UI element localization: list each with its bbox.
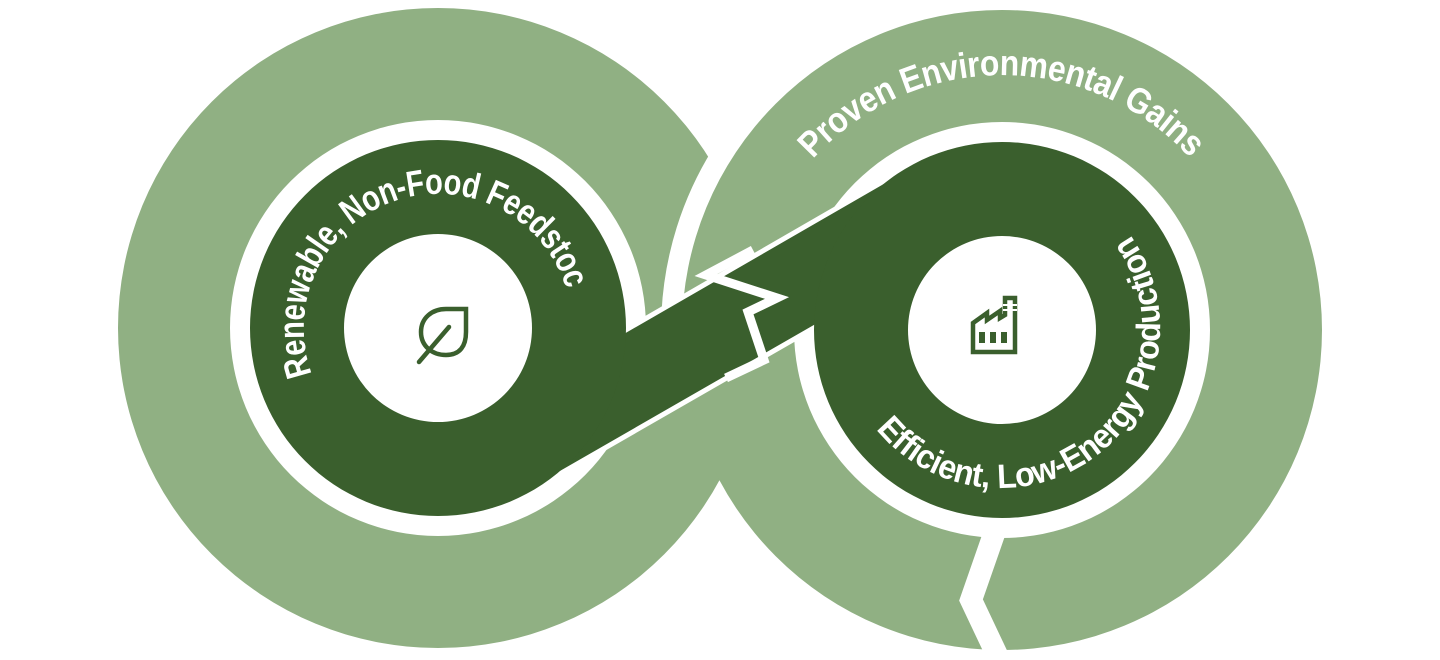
right-dark-ring — [814, 142, 1190, 518]
light-ring-arrow-slit — [959, 530, 1012, 660]
left-dark-ring — [250, 140, 626, 516]
factory-icon — [970, 295, 1018, 355]
leaf-icon — [416, 306, 469, 365]
ring-gap-cut — [661, 149, 732, 314]
band-arrow-break — [694, 246, 790, 383]
right-light-ring — [682, 10, 1322, 650]
left-light-ring — [118, 8, 758, 648]
